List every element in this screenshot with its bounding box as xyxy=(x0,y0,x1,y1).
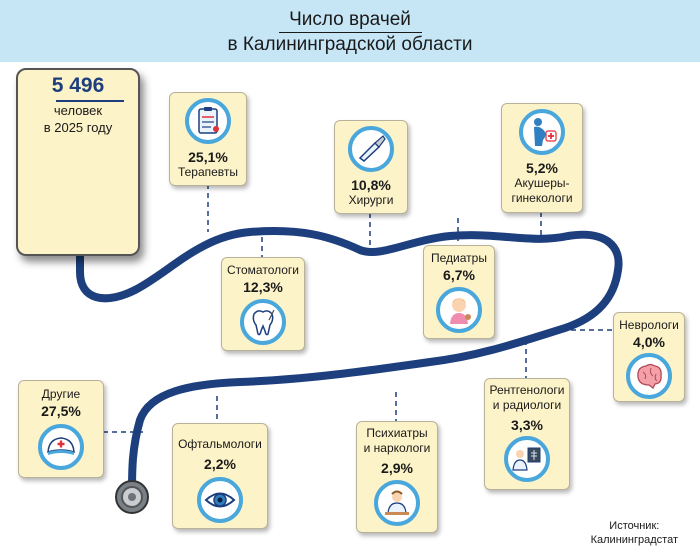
dentists-percent: 12,3% xyxy=(243,279,283,295)
others-percent: 27,5% xyxy=(41,403,81,419)
surgeons-percent: 10,8% xyxy=(351,177,391,193)
ophthalmologists-label: Офтальмологи xyxy=(178,437,262,451)
nurse-cap-icon xyxy=(38,424,84,470)
neurologists-percent: 4,0% xyxy=(633,334,665,350)
brain-icon xyxy=(626,353,672,399)
card-others: Другие 27,5% xyxy=(18,380,104,478)
title-banner: Число врачей в Калининградской области xyxy=(0,0,700,62)
source-label: Источник: xyxy=(609,520,660,532)
neurologists-label: Неврологи xyxy=(619,318,679,332)
obgyn-percent: 5,2% xyxy=(526,160,558,176)
card-surgeons: 10,8% Хирурги xyxy=(334,120,408,214)
card-dentists: Стоматологи 12,3% xyxy=(221,257,305,351)
child-icon xyxy=(436,287,482,333)
obgyn-label-2: гинекологи xyxy=(511,191,573,205)
scalpel-icon xyxy=(348,126,394,172)
chest-piece xyxy=(115,480,149,514)
eye-icon xyxy=(197,477,243,523)
total-label-1: человек xyxy=(53,103,103,118)
card-neurologists: Неврологи 4,0% xyxy=(613,312,685,402)
title-line-1: Число врачей xyxy=(289,9,411,30)
source-name: Калининградстат xyxy=(590,534,678,546)
title-line-2: в Калининградской области xyxy=(227,34,473,55)
stethoscope-earpiece-icon xyxy=(18,70,138,254)
card-psychiatrists: Психиатры и наркологи 2,9% xyxy=(356,421,438,533)
card-ophthalmologists: Офтальмологи 2,2% xyxy=(172,423,268,529)
pregnant-woman-icon xyxy=(519,109,565,155)
radiologists-percent: 3,3% xyxy=(511,417,543,433)
source-note: Источник: Калининградстат xyxy=(591,519,678,547)
others-label: Другие xyxy=(41,387,81,401)
medical-report-icon xyxy=(185,98,231,144)
pediatricians-percent: 6,7% xyxy=(443,267,475,283)
tooth-icon xyxy=(240,299,286,345)
therapists-label: Терапевты xyxy=(177,165,239,179)
stethoscope-tube xyxy=(76,222,623,496)
psychiatrists-label-1: Психиатры xyxy=(366,426,428,440)
therapists-percent: 25,1% xyxy=(188,149,228,165)
card-obgyn: 5,2% Акушеры- гинекологи xyxy=(501,103,583,213)
card-therapists: 25,1% Терапевты xyxy=(169,92,247,186)
radiologists-label-2: и радиологи xyxy=(492,398,562,412)
dentists-label: Стоматологи xyxy=(226,263,300,277)
card-radiologists: Рентгенологи и радиологи 3,3% xyxy=(484,378,570,490)
psychiatrist-icon xyxy=(374,480,420,526)
pediatricians-label: Педиатры xyxy=(431,251,487,265)
radiologists-label-1: Рентгенологи xyxy=(489,383,565,397)
psychiatrists-percent: 2,9% xyxy=(381,460,413,476)
total-underline xyxy=(56,100,124,102)
total-label-2: в 2025 году xyxy=(43,120,113,135)
obgyn-label-1: Акушеры- xyxy=(514,176,570,190)
title-underline xyxy=(279,32,422,33)
total-value: 5 496 xyxy=(51,74,105,97)
surgeons-label: Хирурги xyxy=(348,193,394,207)
ophthalmologists-percent: 2,2% xyxy=(204,456,236,472)
xray-doctor-icon xyxy=(504,436,550,482)
card-pediatricians: Педиатры 6,7% xyxy=(423,245,495,339)
total-card: 5 496 человек в 2025 году xyxy=(16,68,140,256)
psychiatrists-label-2: и наркологи xyxy=(363,441,431,455)
